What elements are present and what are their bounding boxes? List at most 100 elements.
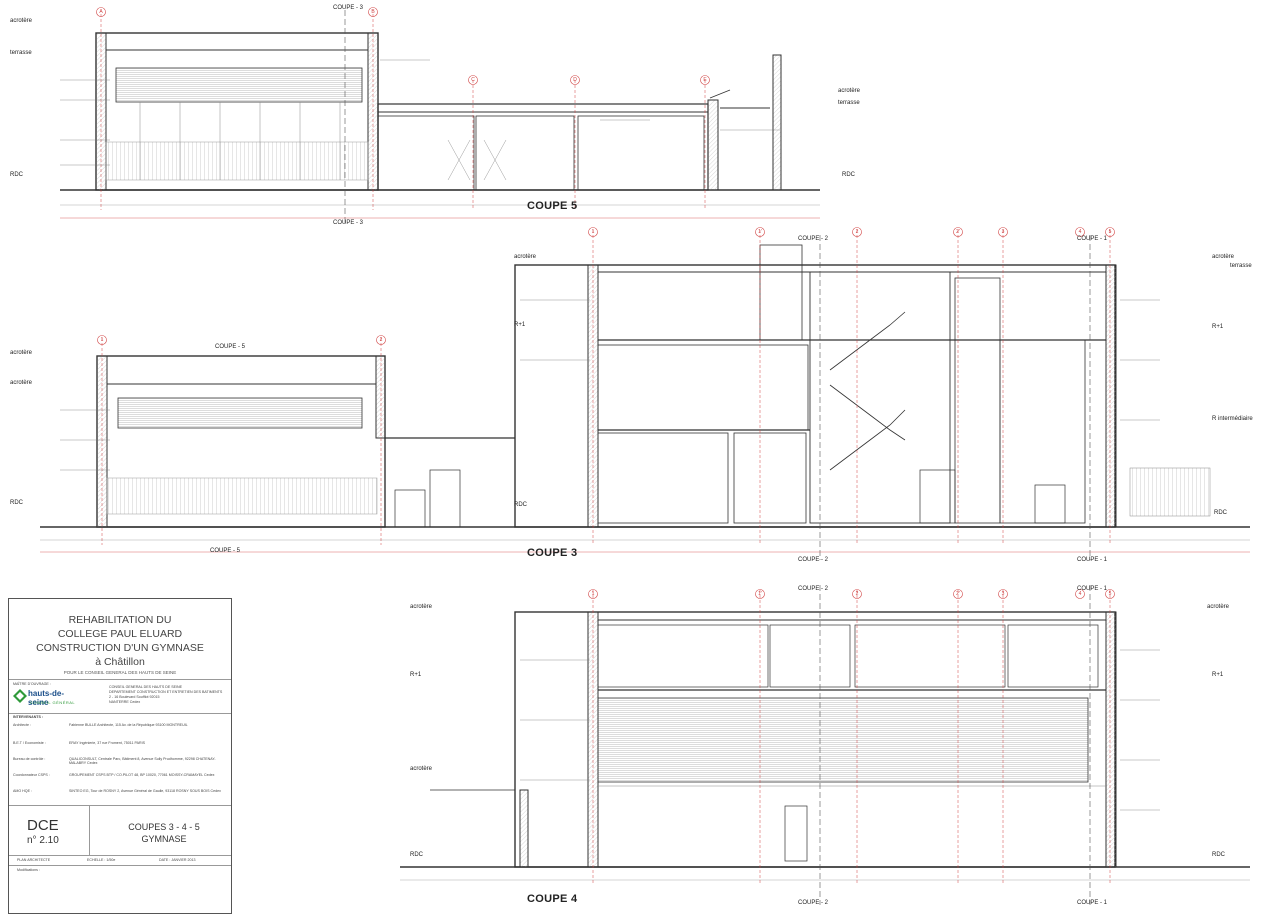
coupe-3-cut-left-bottom: COUPE - 5 — [210, 548, 241, 554]
client-line-2: DEPARTEMENT CONSTRUCTION ET ENTRETIEN DE… — [109, 690, 223, 694]
coupe-4-cut-mid-bottom: COUPE - 2 — [798, 900, 829, 906]
drawing-number: n° 2.10 — [27, 835, 59, 846]
client-line-1: CONSEIL GENERAL DES HAUTS DE SEINE — [109, 685, 183, 689]
modifications-label: Modifications : — [17, 868, 40, 872]
level-rdc: RDC — [10, 172, 23, 178]
grid-bubbles — [96, 7, 1115, 599]
grid-bubble — [1105, 227, 1115, 237]
level-r-intermediaire: R intermédiaire — [1212, 416, 1253, 422]
logo-subtext: CONSEIL GÉNÉRAL — [30, 700, 76, 705]
level-rdc: RDC — [842, 172, 855, 178]
grid-bubble — [953, 227, 963, 237]
grid-bubble — [953, 589, 963, 599]
intervenant-role: B.E.T / Economiste : — [13, 741, 46, 745]
drawing-title-line-2: GYMNASE — [141, 834, 187, 844]
intervenant-info: QUALICONSULT, Centrale Parc, Bâtiment 8,… — [69, 757, 216, 765]
grid-bubble-label: 4 — [1078, 229, 1082, 235]
plan-label: PLAN ARCHITECTE — [17, 858, 51, 862]
coupe-3-section — [40, 230, 1250, 560]
project-title-line-3: CONSTRUCTION D'UN GYMNASE — [36, 642, 204, 654]
grid-bubble-label: 2' — [956, 229, 960, 235]
level-acrotere: acrotère — [10, 350, 33, 356]
grid-bubble-label: 4 — [1078, 591, 1082, 597]
level-rdc: RDC — [410, 852, 423, 858]
client-line-3: 2 - 16 Boulevard Soufflot 92015 — [109, 695, 160, 699]
project-title-line-1: REHABILITATION DU — [68, 614, 172, 626]
level-acrotere: acrotère — [10, 18, 33, 24]
grid-bubble-label: 3 — [1001, 591, 1005, 597]
intervenants-label: INTERVENANTS : — [13, 715, 44, 719]
level-rdc: RDC — [1212, 852, 1225, 858]
intervenant-info: SINTEO EG, Tour de ROSNY 2, Avenue Génér… — [69, 789, 221, 793]
grid-bubble-label: 2 — [855, 229, 859, 235]
coupe-3-title: COUPE 3 — [527, 547, 578, 559]
level-acrotere: acrotère — [838, 88, 861, 94]
grid-bubble-label: 3 — [1001, 229, 1005, 235]
grid-bubble — [852, 589, 862, 599]
level-rdc: RDC — [1214, 510, 1227, 516]
level-acrotere: acrotère — [10, 380, 33, 386]
annotation-leaders — [60, 59, 1160, 811]
grid-bubble-label: 1 — [100, 337, 104, 343]
level-r1: R+1 — [410, 672, 422, 678]
grid-bubble-label: 5 — [1108, 229, 1112, 235]
intervenant-info: Fabienne BULLE Architecte, 115 Av. de la… — [69, 723, 188, 727]
drawing-title-line-1: COUPES 3 - 4 - 5 — [128, 822, 200, 832]
grid-bubble-label: 2 — [379, 337, 383, 343]
level-terrasse: terrasse — [838, 100, 860, 106]
grid-bubble-label: 1 — [591, 229, 595, 235]
grid-bubble-label: A — [99, 9, 103, 15]
grid-bubble-label: B — [371, 9, 375, 15]
grid-bubble — [998, 227, 1008, 237]
scale-label: ECHELLE : 1/50e — [87, 858, 116, 862]
level-terrasse: terrasse — [1230, 263, 1252, 269]
coupe-4-title: COUPE 4 — [527, 893, 578, 905]
level-acrotere: acrotère — [410, 604, 433, 610]
grid-bubble-label: E — [703, 77, 707, 83]
grid-bubble — [96, 7, 106, 17]
level-rdc: RDC — [514, 502, 527, 508]
coupe-3-cut-mid-top: COUPE - 2 — [798, 236, 829, 242]
coupe-3-cut-left-top: COUPE - 5 — [215, 344, 246, 350]
level-acrotere: acrotère — [1207, 604, 1230, 610]
coupe-5-section — [60, 10, 820, 225]
coupe-4-cut-mid-top: COUPE - 2 — [798, 586, 829, 592]
grid-bubble — [852, 227, 862, 237]
project-subtitle: POUR LE CONSEIL GENERAL DES HAUTS DE SEI… — [63, 670, 177, 675]
level-acrotere: acrotère — [1212, 254, 1235, 260]
grid-bubble-label: 2 — [855, 591, 859, 597]
phase-label: DCE — [27, 817, 59, 834]
coupe-3-cut-right-top: COUPE - 1 — [1077, 236, 1108, 242]
grid-bubble — [588, 227, 598, 237]
intervenant-role: AMO HQE : — [13, 789, 32, 793]
hauts-de-seine-logo: hauts-de-seine CONSEIL GÉNÉRAL — [13, 687, 81, 711]
grid-bubble — [1075, 227, 1085, 237]
coupe-5-cut-bottom: COUPE - 3 — [333, 220, 364, 226]
grid-bubble-label: 2' — [956, 591, 960, 597]
grid-bubble — [368, 7, 378, 17]
client-line-4: NANTERRE Cedex — [109, 700, 141, 704]
grid-bubble — [376, 335, 386, 345]
intervenant-info: GROUPEMENT CSPS BTP / CO.PILOT 48, BP 10… — [69, 773, 215, 777]
coupe-4-cut-right-top: COUPE - 1 — [1077, 586, 1108, 592]
level-terrasse: terrasse — [10, 50, 32, 56]
coupe-5-cut-top: COUPE - 3 — [333, 5, 364, 11]
intervenant-info: ERAY Ingénierie, 37 rue Froment, 75011 P… — [69, 741, 146, 745]
grid-bubble-label: D — [573, 77, 577, 83]
grid-bubble — [998, 589, 1008, 599]
level-r1: R+1 — [514, 322, 526, 328]
intervenant-role: Coordonnateur CSPS : — [13, 773, 50, 777]
coupe-3-cut-mid-bottom: COUPE - 2 — [798, 557, 829, 563]
grid-bubble-label: 1' — [758, 229, 762, 235]
level-r1: R+1 — [1212, 672, 1224, 678]
logo-text: hauts-de-seine — [28, 689, 64, 707]
level-acrotere: acrotère — [410, 766, 433, 772]
level-rdc: RDC — [10, 500, 23, 506]
grid-bubble — [1105, 589, 1115, 599]
level-acrotere: acrotère — [514, 254, 537, 260]
grid-bubble — [1075, 589, 1085, 599]
grid-bubble — [700, 75, 710, 85]
grid-bubble-label: 1 — [591, 591, 595, 597]
project-title-line-2: COLLEGE PAUL ELUARD — [57, 628, 183, 640]
